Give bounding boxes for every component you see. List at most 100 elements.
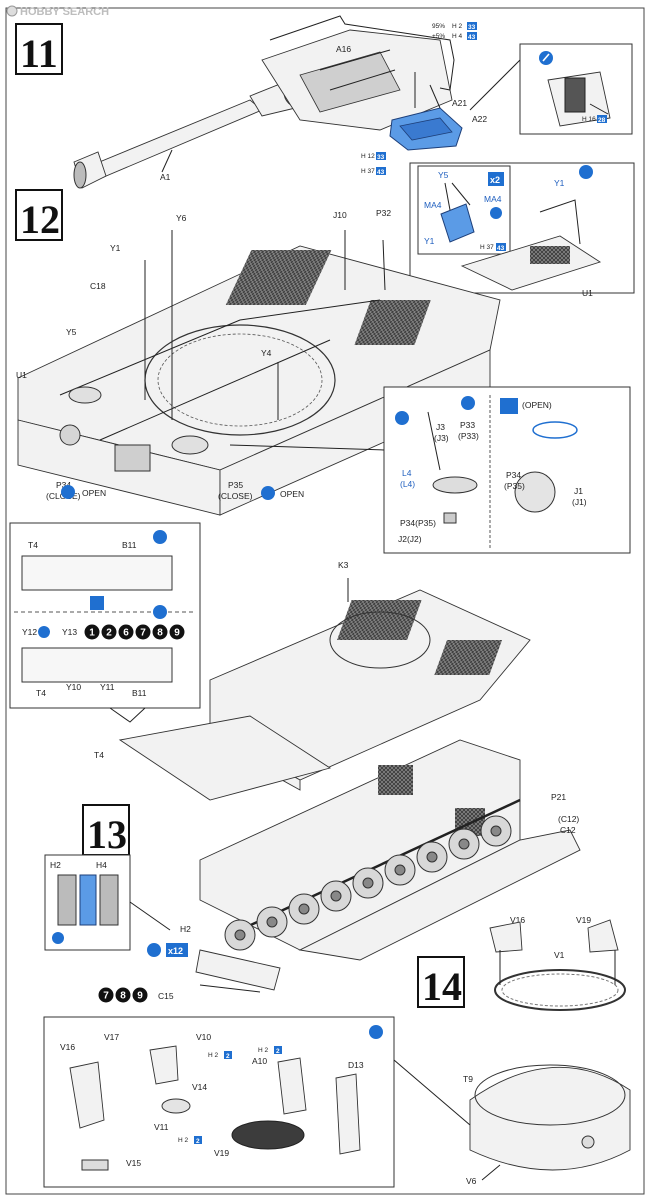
svg-text:K3: K3 [338, 560, 349, 570]
rotate-icon [61, 485, 75, 499]
svg-text:B11: B11 [122, 540, 137, 550]
svg-text:T9: T9 [463, 1074, 473, 1084]
svg-text:43: 43 [377, 169, 385, 176]
paint-brush-icon [579, 165, 593, 179]
paint-brush-icon [395, 411, 409, 425]
step-number-box [15, 189, 63, 241]
step-number: 11 [20, 31, 58, 76]
svg-text:V16: V16 [60, 1042, 75, 1052]
paint-brush-icon [52, 932, 64, 944]
svg-text:V16: V16 [510, 915, 525, 925]
svg-text:(C12): (C12) [558, 814, 579, 824]
paint-brush-icon [369, 1025, 383, 1039]
svg-text:B11: B11 [132, 688, 147, 698]
svg-text:U1: U1 [16, 370, 27, 380]
mantlet [261, 29, 453, 131]
svg-text:Y6: Y6 [176, 213, 187, 223]
svg-text:V14: V14 [192, 1082, 207, 1092]
rotate-icon [261, 486, 275, 500]
version-badge [101, 624, 117, 640]
svg-text:Y1: Y1 [424, 236, 435, 246]
step-number: 14 [422, 964, 462, 1009]
svg-text:C15: C15 [158, 991, 174, 1001]
version-badge-number: 6 [123, 628, 129, 639]
svg-text:P35: P35 [228, 480, 243, 490]
step-12: 12 Y5 MA4 MA4 Y1 x2 H 37 43 Y1 U1 [15, 162, 635, 554]
paint-brush-icon [153, 530, 167, 544]
svg-text:H 12: H 12 [361, 153, 375, 160]
svg-text:P34: P34 [506, 470, 521, 480]
svg-text:Y1: Y1 [554, 178, 565, 188]
svg-text:MA4: MA4 [484, 194, 502, 204]
version-badge [98, 987, 114, 1003]
roadwheel-hub [362, 877, 374, 889]
version-badge-number: 8 [120, 991, 126, 1002]
svg-text:V19: V19 [214, 1148, 229, 1158]
svg-text:H 2: H 2 [178, 1137, 189, 1144]
svg-text:H2: H2 [50, 860, 61, 870]
svg-text:H4: H4 [96, 860, 107, 870]
svg-text:Y10: Y10 [66, 682, 81, 692]
rotate-icon [147, 943, 161, 957]
rear-hull [118, 589, 531, 801]
version-badge [135, 624, 151, 640]
gun-barrel [73, 75, 317, 189]
paint-callout: H 2 2 [258, 1046, 282, 1055]
step-11: 11 A16 A21 A22 A1 [15, 15, 633, 189]
step-number: 12 [20, 197, 60, 242]
label-a21: A21 [452, 98, 467, 108]
svg-text:OPEN: OPEN [280, 489, 304, 499]
roadwheel-hub [426, 851, 438, 863]
paint-callout-a22: H 12 33 H 37 43 [361, 152, 386, 176]
step-number-box [417, 956, 465, 1008]
svg-text:OPEN: OPEN [82, 488, 106, 498]
svg-text:43: 43 [497, 245, 505, 252]
version-badge-number: 7 [103, 991, 109, 1002]
roadwheel-hub [234, 929, 246, 941]
svg-text:H 2: H 2 [208, 1052, 219, 1059]
version-badge [118, 624, 134, 640]
svg-text:x12: x12 [168, 946, 183, 956]
svg-text:(P33): (P33) [458, 431, 479, 441]
version-badge-number: 1 [89, 628, 95, 639]
svg-text:T4: T4 [36, 688, 46, 698]
svg-text:95%: 95% [432, 23, 445, 30]
svg-text:P33: P33 [460, 420, 475, 430]
step-14: 14 V16 V19 V1 T9 V6 V16 V17 V10 V14 A10 … [43, 915, 631, 1188]
roadwheel-hub [458, 838, 470, 850]
svg-text:43: 43 [468, 34, 476, 41]
paint-callout: H 2 2 [208, 1051, 232, 1060]
svg-text:D13: D13 [348, 1060, 364, 1070]
step-number: 13 [87, 812, 127, 857]
paint-mix: 95% +5% H 2 33 H 4 43 [432, 22, 477, 41]
svg-text:P32: P32 [376, 208, 391, 218]
svg-text:P21: P21 [551, 792, 566, 802]
decal-icon [90, 596, 104, 610]
svg-text:Y12: Y12 [22, 627, 37, 637]
svg-text:P34: P34 [56, 480, 71, 490]
version-badge-number: 9 [137, 991, 143, 1002]
version-badge-number: 8 [157, 628, 163, 639]
svg-text:C12: C12 [560, 825, 576, 835]
svg-text:+5%: +5% [432, 33, 445, 40]
version-badge-number: 2 [106, 628, 112, 639]
svg-text:P34(P35): P34(P35) [400, 518, 436, 528]
step-11-inset: H 16 28 [469, 43, 633, 135]
svg-text:MA4: MA4 [424, 200, 442, 210]
roadwheels [224, 815, 512, 951]
svg-text:V1: V1 [554, 950, 565, 960]
engine-deck-inset: T4 B11 Y12 Y13 T4 Y10 Y11 B11 [9, 522, 201, 723]
paint-callout: H 2 2 [178, 1136, 202, 1145]
label-a22: A22 [472, 114, 487, 124]
svg-text:H 2: H 2 [452, 23, 463, 30]
label-a16: A16 [336, 44, 351, 54]
svg-text:V17: V17 [104, 1032, 119, 1042]
svg-text:V11: V11 [154, 1122, 169, 1132]
roadwheel-hub [266, 916, 278, 928]
svg-text:H 16: H 16 [582, 116, 596, 123]
svg-text:J10: J10 [333, 210, 347, 220]
svg-text:Y1: Y1 [110, 243, 121, 253]
version-badge [132, 987, 148, 1003]
